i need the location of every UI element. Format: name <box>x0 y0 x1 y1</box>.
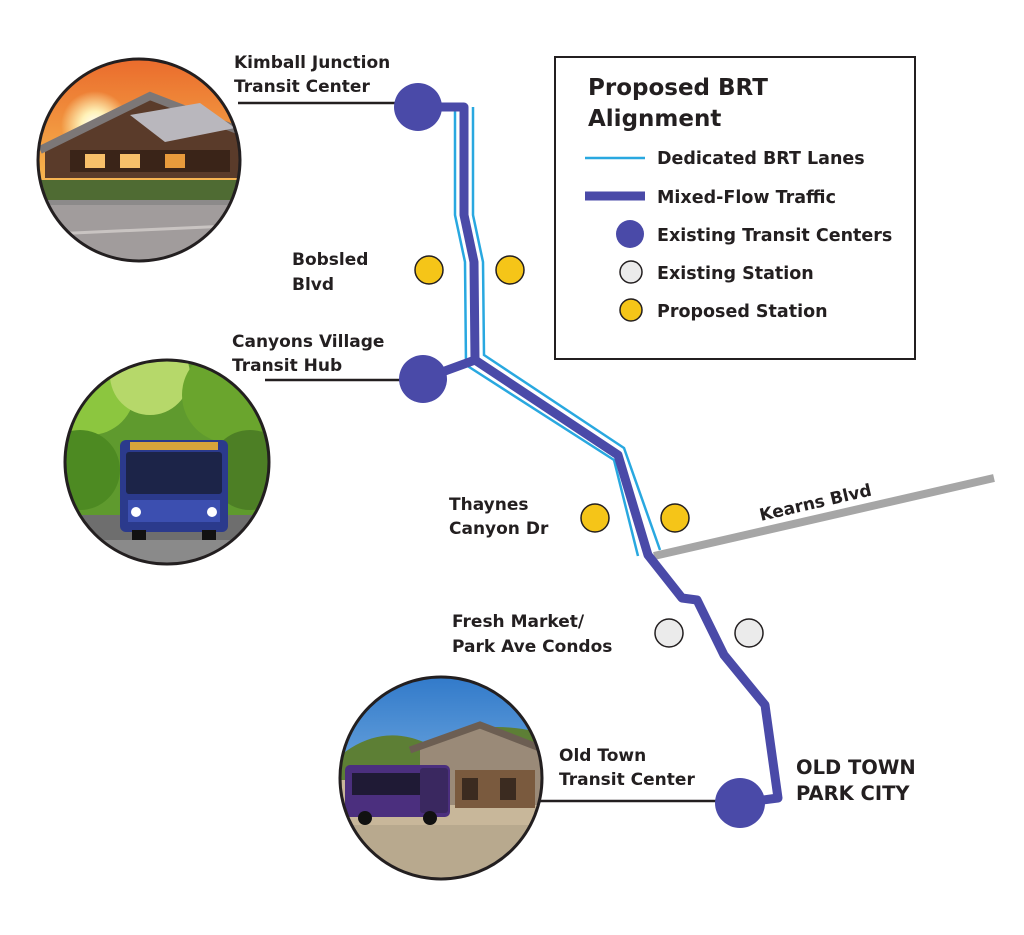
legend-proposed-station-swatch <box>619 298 643 322</box>
thaynes-label: Thaynes Canyon Dr <box>449 495 549 539</box>
legend-existing-station-swatch <box>619 260 643 284</box>
transit-center-old-town <box>715 778 765 828</box>
kimball-photo <box>38 59 240 261</box>
legend-box <box>554 56 916 360</box>
bobsled-label: Bobsled Blvd <box>292 250 374 295</box>
proposed-station-bobsled-west <box>414 255 444 285</box>
transit-center-canyons <box>399 355 447 403</box>
kearns-blvd-road <box>653 474 995 560</box>
kimball-photo-frame <box>36 57 242 263</box>
legend-mixed-flow-label: Mixed-Flow Traffic <box>657 188 836 208</box>
legend-existing-station-label: Existing Station <box>657 264 814 284</box>
kimball-label: Kimball Junction Transit Center <box>234 53 396 97</box>
destination-label: OLD TOWN PARK CITY <box>796 756 922 805</box>
legend-dedicated-lane-label: Dedicated BRT Lanes <box>657 149 865 169</box>
dedicated-brt-lane-west <box>453 107 640 557</box>
oldtown-photo-frame <box>338 675 544 881</box>
dedicated-brt-lane-east <box>471 107 662 551</box>
fresh-market-label: Fresh Market/ Park Ave Condos <box>452 612 612 657</box>
legend-transit-center-swatch <box>616 220 644 248</box>
legend-title: Proposed BRT Alignment <box>588 75 776 132</box>
existing-station-fresh-market-east <box>734 618 764 648</box>
old-town-label: Old Town Transit Center <box>559 746 695 790</box>
proposed-station-thaynes-west <box>580 503 610 533</box>
canyons-photo-frame <box>63 358 271 566</box>
transit-center-kimball <box>394 83 442 131</box>
legend: Proposed BRT Alignment Dedicated BRT Lan… <box>554 56 916 360</box>
legend-proposed-station-label: Proposed Station <box>657 302 828 322</box>
proposed-station-thaynes-east <box>660 503 690 533</box>
canyons-label: Canyons Village Transit Hub <box>232 332 390 376</box>
legend-transit-center-label: Existing Transit Centers <box>657 226 892 246</box>
oldtown-photo <box>340 677 542 879</box>
existing-station-fresh-market-west <box>654 618 684 648</box>
mixed-flow-route <box>418 102 783 808</box>
proposed-station-bobsled-east <box>495 255 525 285</box>
